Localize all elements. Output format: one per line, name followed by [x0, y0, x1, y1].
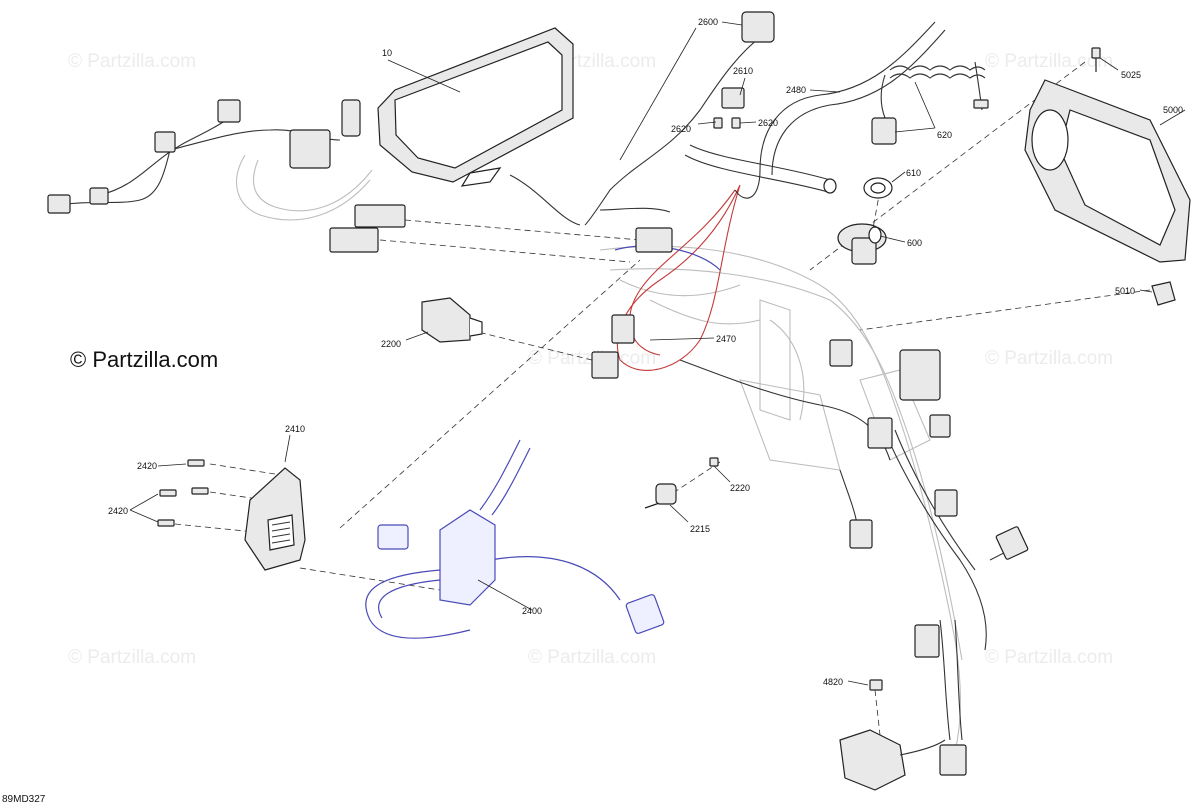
part-610-bezel[interactable] — [863, 177, 893, 199]
part-2470-left-harness[interactable] — [47, 99, 406, 253]
watermark-bottom-left: © Partzilla.com — [68, 647, 196, 668]
main-harness-ghost — [599, 245, 963, 771]
part-2200-sensor[interactable] — [421, 297, 483, 343]
part-2480-hose[interactable] — [684, 21, 946, 199]
leader-lines — [129, 21, 1186, 686]
part-5000-module[interactable] — [1024, 79, 1191, 263]
callout-5000[interactable]: 5000 — [1163, 105, 1183, 115]
callout-2420-bottom[interactable]: 2420 — [108, 506, 128, 516]
part-bottom-sensor — [839, 729, 946, 791]
watermark-bottom-right: © Partzilla.com — [985, 647, 1113, 668]
callout-2610[interactable]: 2610 — [733, 66, 753, 76]
watermark-top-left: © Partzilla.com — [68, 51, 196, 72]
callout-610[interactable]: 610 — [906, 168, 921, 178]
callout-2410[interactable]: 2410 — [285, 424, 305, 434]
part-2215-fitting[interactable] — [644, 483, 677, 509]
callout-2220[interactable]: 2220 — [730, 483, 750, 493]
watermark-mid-right: © Partzilla.com — [985, 348, 1113, 369]
watermark-bottom-center: © Partzilla.com — [528, 647, 656, 668]
part-5010-grommet[interactable] — [1151, 281, 1176, 306]
callout-600[interactable]: 600 — [907, 238, 922, 248]
callout-4820[interactable]: 4820 — [823, 677, 843, 687]
part-2420-screws[interactable] — [157, 459, 209, 527]
diagram-code: 89MD327 — [2, 794, 46, 805]
callout-10[interactable]: 10 — [382, 48, 392, 58]
watermark-top-right: © Partzilla.com — [985, 51, 1113, 72]
main-harness — [679, 339, 1029, 776]
part-2220-screw[interactable] — [709, 457, 719, 467]
callout-2470[interactable]: 2470 — [716, 334, 736, 344]
part-5025-screw[interactable] — [1091, 47, 1101, 72]
part-2400-switch-harness[interactable] — [365, 439, 665, 639]
callout-5025[interactable]: 5025 — [1121, 70, 1141, 80]
part-4820-nut[interactable] — [869, 679, 883, 691]
part-2410-cover[interactable] — [244, 467, 306, 571]
part-2600-wire[interactable] — [509, 11, 775, 226]
callout-2480[interactable]: 2480 — [786, 85, 806, 95]
callout-2420-top[interactable]: 2420 — [137, 461, 157, 471]
assembly-lines — [174, 61, 1151, 736]
part-600-key-switch[interactable] — [837, 223, 887, 265]
callout-5010[interactable]: 5010 — [1115, 286, 1135, 296]
callouts: 10 2600 2610 2620 2620 2480 620 610 600 … — [108, 17, 1183, 687]
callout-2215[interactable]: 2215 — [690, 524, 710, 534]
part-10-display[interactable] — [377, 27, 574, 187]
part-2470-sub-harness — [591, 184, 741, 379]
part-620-lanyard[interactable] — [871, 61, 989, 145]
callout-2400[interactable]: 2400 — [522, 606, 542, 616]
callout-2600[interactable]: 2600 — [698, 17, 718, 27]
watermark-main: © Partzilla.com — [70, 347, 218, 372]
callout-2200[interactable]: 2200 — [381, 339, 401, 349]
callout-2620-right[interactable]: 2620 — [758, 118, 778, 128]
callout-2620-left[interactable]: 2620 — [671, 124, 691, 134]
callout-620[interactable]: 620 — [937, 130, 952, 140]
harness-connector-block — [899, 349, 941, 401]
